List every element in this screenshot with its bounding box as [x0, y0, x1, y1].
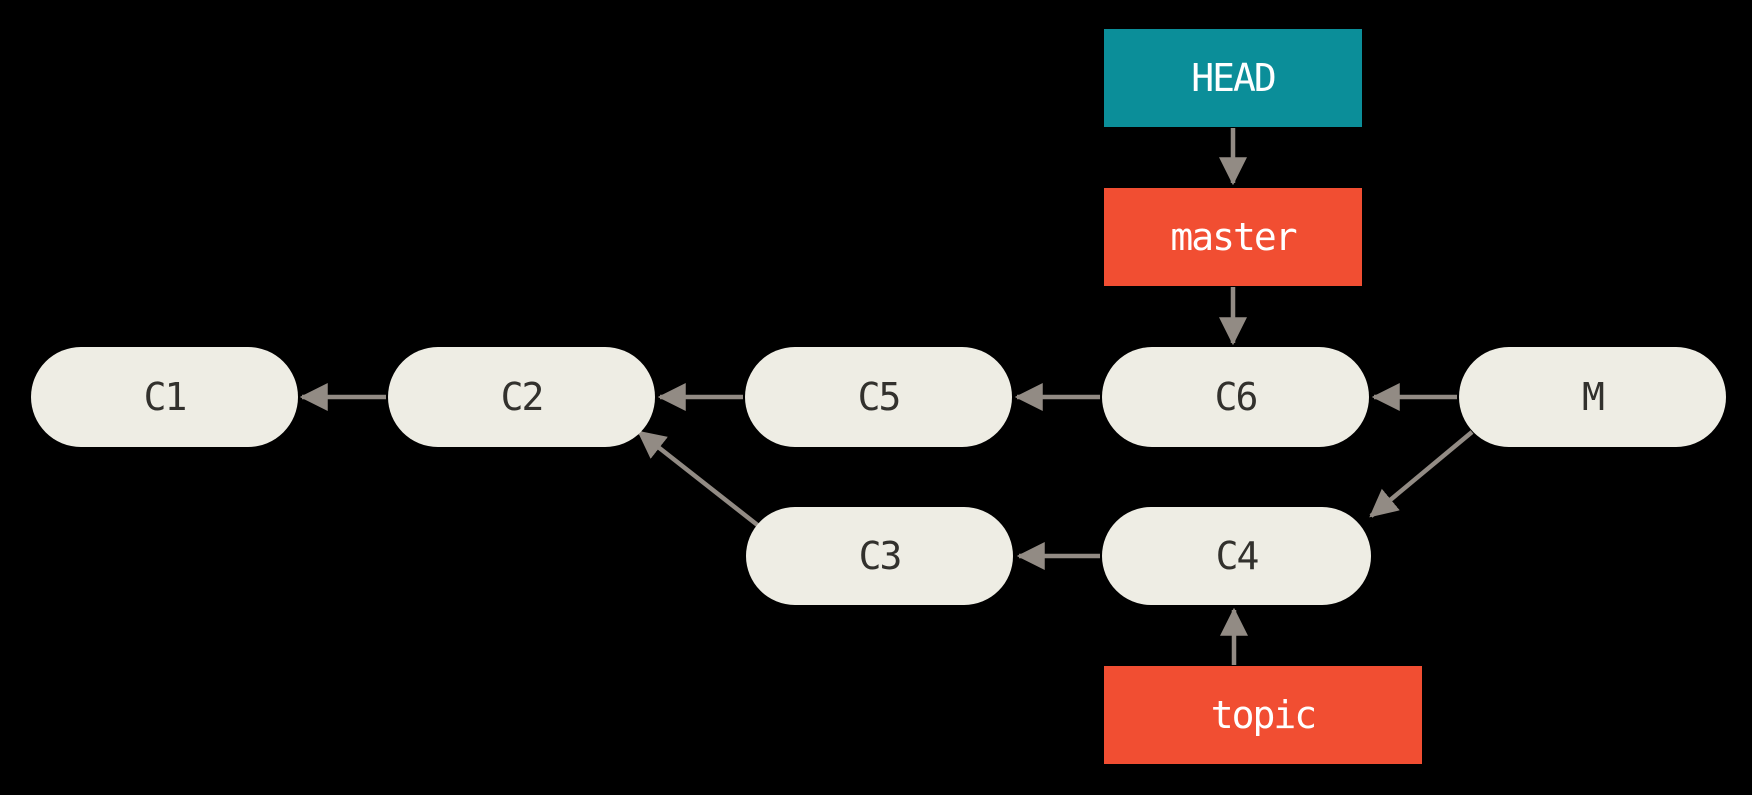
- edge-c3-to-c2: [637, 430, 762, 529]
- edge-m-to-c4: [1369, 430, 1474, 518]
- edge-group: [299, 128, 1474, 665]
